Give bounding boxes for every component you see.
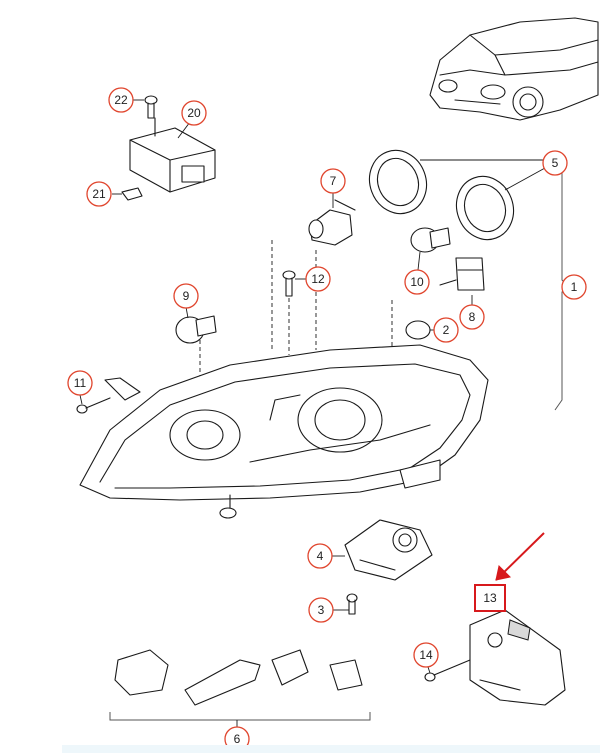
car-illustration	[429, 17, 599, 121]
callout-1[interactable]: 1	[561, 274, 587, 300]
bulb-7	[308, 193, 356, 246]
callout-14[interactable]: 14	[413, 642, 439, 668]
callout-12[interactable]: 12	[305, 266, 331, 292]
callout-7[interactable]: 7	[320, 168, 346, 194]
callout-5-label: 5	[552, 156, 559, 170]
callout-3-label: 3	[318, 603, 325, 617]
callout-5[interactable]: 5	[542, 150, 568, 176]
callout-10-label: 10	[410, 275, 424, 289]
callout-2-label: 2	[443, 323, 450, 337]
callout-13-label: 13	[483, 591, 497, 605]
callout-11-label: 11	[74, 376, 87, 390]
screw-22	[133, 95, 158, 119]
clip-21	[112, 187, 143, 201]
callout-6-label: 6	[234, 732, 241, 746]
callout-8[interactable]: 8	[459, 304, 485, 330]
screw-11	[76, 377, 141, 414]
callout-21[interactable]: 21	[86, 181, 112, 207]
bracket-set-6	[109, 649, 371, 728]
ballast-4	[332, 519, 433, 581]
bulb-10	[410, 227, 451, 271]
callout-22-label: 22	[114, 93, 128, 107]
screw-14	[424, 659, 471, 682]
mounting-bracket-13	[469, 609, 566, 706]
callout-13[interactable]: 13	[474, 584, 506, 612]
screw-3	[333, 593, 358, 615]
callout-2[interactable]: 2	[433, 317, 459, 343]
callout-1-label: 1	[571, 280, 578, 294]
control-unit-20	[129, 117, 216, 193]
xenon-bulb-8	[439, 257, 485, 306]
callout-10[interactable]: 10	[404, 269, 430, 295]
callout-20[interactable]: 20	[181, 100, 207, 126]
highlight-arrow	[495, 532, 545, 581]
callout-8-label: 8	[469, 310, 476, 324]
callout-22[interactable]: 22	[108, 87, 134, 113]
callout-11[interactable]: 11	[67, 370, 93, 396]
callout-3[interactable]: 3	[308, 597, 334, 623]
callout-20-label: 20	[187, 106, 201, 120]
callout-14-label: 14	[419, 648, 433, 662]
callout-9[interactable]: 9	[173, 283, 199, 309]
headlight-housing	[79, 344, 489, 519]
callout-7-label: 7	[330, 174, 337, 188]
footer-strip	[62, 745, 600, 753]
callout-4[interactable]: 4	[307, 543, 333, 569]
bulb-9	[175, 306, 217, 344]
callout-12-label: 12	[311, 272, 325, 286]
cap-2	[405, 320, 438, 340]
seal-rings-5	[368, 149, 546, 241]
screw-12	[282, 270, 306, 297]
callout-4-label: 4	[317, 549, 324, 563]
callout-21-label: 21	[92, 187, 106, 201]
callout-9-label: 9	[183, 289, 190, 303]
